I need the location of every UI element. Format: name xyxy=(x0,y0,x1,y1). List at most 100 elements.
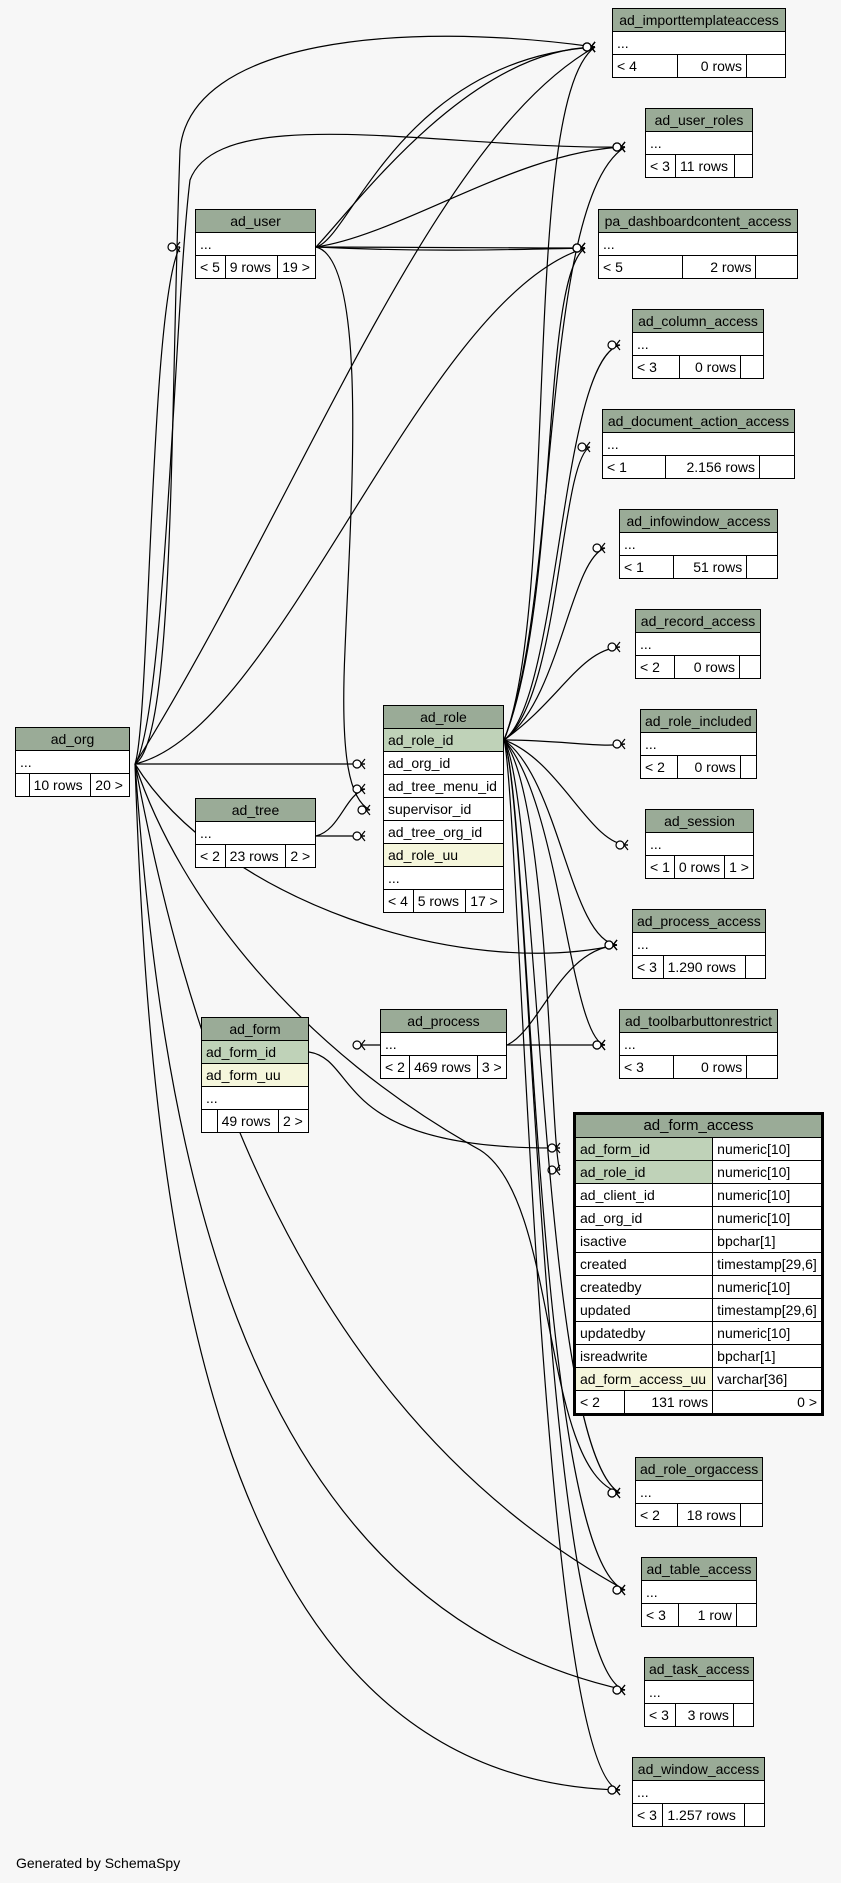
many-marker xyxy=(365,804,371,816)
table-ellipsis: ... xyxy=(619,532,778,556)
parent-count: < 5 xyxy=(597,255,684,279)
table-ellipsis: ... xyxy=(643,1680,755,1704)
column-name: isactive xyxy=(573,1229,714,1253)
table-ad-form[interactable]: ad_form ad_form_id ad_form_uu ... 49 row… xyxy=(201,1017,310,1133)
parent-count: < 2 xyxy=(379,1055,411,1079)
child-count xyxy=(746,555,778,579)
table-ellipsis: ... xyxy=(598,232,798,256)
relationship-line xyxy=(315,246,371,811)
parent-count: < 3 xyxy=(631,1803,664,1827)
many-marker xyxy=(360,1039,366,1051)
child-count: 20 > xyxy=(90,773,130,797)
column-type: timestamp[29,6] xyxy=(712,1252,823,1276)
optional-marker xyxy=(167,242,177,252)
many-marker xyxy=(580,242,586,254)
many-marker xyxy=(615,1784,621,1796)
many-marker xyxy=(615,641,621,653)
relationship-line xyxy=(503,146,626,741)
table-name: ad_role xyxy=(383,705,504,729)
column-name: updated xyxy=(573,1298,714,1322)
row-count: 0 rows xyxy=(677,755,741,779)
column-name: isreadwrite xyxy=(573,1344,714,1368)
optional-marker xyxy=(607,1785,617,1795)
column-type: numeric[10] xyxy=(712,1206,823,1230)
table-ellipsis: ... xyxy=(645,131,753,155)
row-count: 0 rows xyxy=(673,855,726,879)
optional-marker xyxy=(357,805,367,815)
relationship-line xyxy=(503,646,621,741)
optional-marker xyxy=(352,831,362,841)
table-ad-role[interactable]: ad_role ad_role_id ad_org_id ad_tree_men… xyxy=(383,705,504,913)
column-name: ad_role_id xyxy=(573,1160,714,1184)
optional-marker xyxy=(612,1685,622,1695)
parent-count: < 3 xyxy=(643,1703,677,1727)
many-marker xyxy=(600,1039,606,1051)
parent-count xyxy=(201,1109,218,1133)
row-count: 0 rows xyxy=(678,355,742,379)
row-count: 131 rows xyxy=(623,1390,714,1415)
table-name: ad_toolbarbuttonrestrict xyxy=(619,1009,778,1033)
parent-count: < 3 xyxy=(632,955,664,979)
table-ellipsis: ... xyxy=(195,232,316,256)
relationship-line xyxy=(315,246,586,251)
table-name: ad_table_access xyxy=(641,1557,757,1581)
table-name: ad_column_access xyxy=(632,309,764,333)
table-name: ad_document_action_access xyxy=(602,409,795,433)
parent-count: < 1 xyxy=(602,455,666,479)
table-ellipsis: ... xyxy=(640,732,757,756)
table-name: ad_record_access xyxy=(635,609,761,633)
column-ad-org-id: ad_org_id xyxy=(383,751,504,775)
relationship-line xyxy=(503,446,591,741)
optional-marker xyxy=(577,442,587,452)
relationship-line xyxy=(134,247,586,765)
child-count: 2 > xyxy=(285,844,316,868)
table-name: ad_form xyxy=(201,1017,309,1041)
many-marker xyxy=(360,783,366,795)
table-ellipsis: ... xyxy=(380,1032,507,1056)
optional-marker xyxy=(592,1040,602,1050)
many-marker xyxy=(555,1142,561,1154)
table-ellipsis: ... xyxy=(635,632,761,656)
child-count: 17 > xyxy=(465,889,504,913)
parent-count: < 2 xyxy=(574,1390,625,1415)
column-name: created xyxy=(573,1252,714,1276)
column-type: bpchar[1] xyxy=(712,1344,823,1368)
row-count: 51 rows xyxy=(673,555,748,579)
many-marker xyxy=(360,830,366,842)
row-count: 49 rows xyxy=(216,1109,279,1133)
optional-marker xyxy=(352,1040,362,1050)
column-type: numeric[10] xyxy=(712,1183,823,1207)
optional-marker xyxy=(572,243,582,253)
relationship-line xyxy=(503,247,586,741)
child-count xyxy=(739,1503,764,1527)
many-marker xyxy=(175,241,181,253)
row-count: 5 rows xyxy=(412,889,467,913)
table-ellipsis: ... xyxy=(634,1480,764,1504)
table-ellipsis: ... xyxy=(641,1580,757,1604)
relationship-line xyxy=(134,763,621,1494)
column-type: numeric[10] xyxy=(712,1321,823,1345)
relationship-line xyxy=(134,46,596,765)
relationship-line xyxy=(503,739,606,1046)
